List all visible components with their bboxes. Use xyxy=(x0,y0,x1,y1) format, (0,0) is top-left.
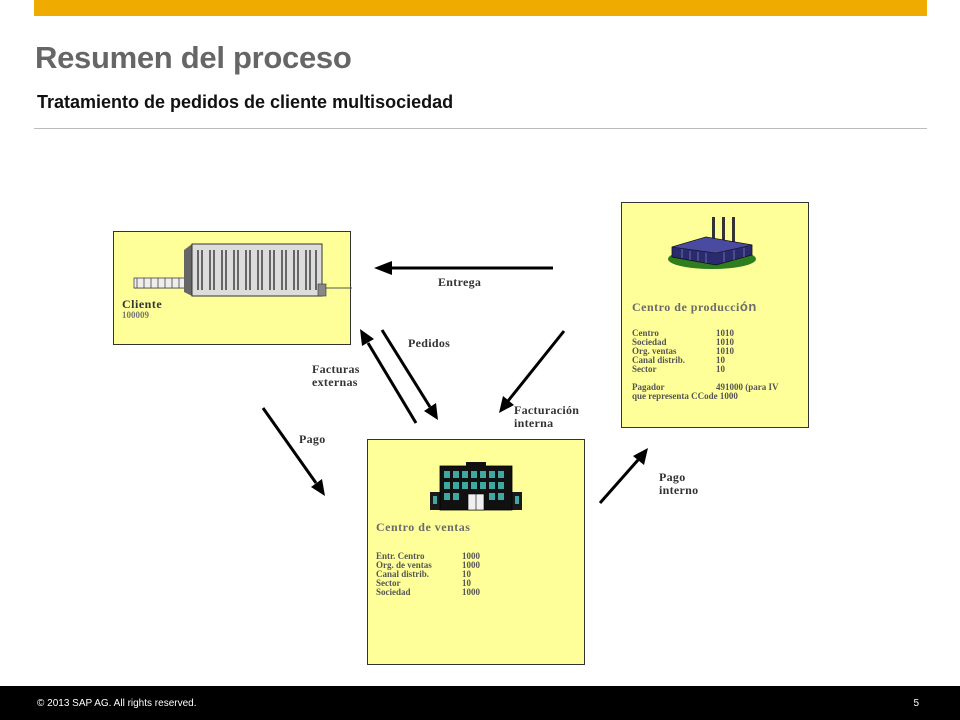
payer-note: que representa CCode 1000 xyxy=(632,391,738,401)
production-plant-title-main: Centro de producci xyxy=(632,300,740,314)
footer-bar: © 2013 SAP AG. All rights reserved. 5 xyxy=(0,686,960,720)
field-row: Org. de ventas 1000 xyxy=(376,561,480,570)
customer-id: 100009 xyxy=(122,310,149,320)
field-value: 10 xyxy=(462,578,471,588)
customer-box: Cliente 100009 xyxy=(113,231,352,345)
pago-interno-label: Pago interno xyxy=(659,471,698,497)
field-row: Centro 1010 xyxy=(632,329,779,338)
field-row: Sector 10 xyxy=(632,365,779,374)
entrega-label: Entrega xyxy=(438,275,482,289)
page-title: Resumen del proceso xyxy=(35,40,352,75)
payer-value: 491000 (para IV xyxy=(716,382,779,392)
facturacion-interna-label: Facturación interna xyxy=(514,404,579,430)
office-building-icon xyxy=(133,243,352,297)
field-row: Sector 10 xyxy=(376,579,480,588)
copyright-text: © 2013 SAP AG. All rights reserved. xyxy=(37,698,197,709)
external-invoices-arrow xyxy=(360,329,418,424)
entrega-arrow xyxy=(374,261,553,275)
facturacion-line2: interna xyxy=(514,416,554,430)
field-value: 1000 xyxy=(462,551,480,561)
field-key: Sector xyxy=(376,578,401,588)
facturas-line1: Facturas xyxy=(312,362,360,376)
field-row: Sociedad 1010 xyxy=(632,338,779,347)
production-plant-title-end: ón xyxy=(739,299,757,314)
header-divider xyxy=(34,128,927,129)
field-key: Sociedad xyxy=(632,337,667,347)
field-row: Entr. Centro 1000 xyxy=(376,552,480,561)
field-value: 10 xyxy=(716,364,725,374)
production-plant-box: Centro de producción Centro 1010 Sociedad… xyxy=(621,202,809,428)
field-value: 1010 xyxy=(716,328,734,338)
accent-bar xyxy=(34,0,927,16)
field-key: Canal distrib. xyxy=(632,355,686,365)
field-key: Centro xyxy=(632,328,659,338)
field-value: 1010 xyxy=(716,337,734,347)
field-key: Entr. Centro xyxy=(376,551,425,561)
pago-interno-line1: Pago xyxy=(659,470,686,484)
field-key: Canal distrib. xyxy=(376,569,430,579)
field-row: Canal distrib. 10 xyxy=(376,570,480,579)
field-value: 1000 xyxy=(462,560,480,570)
payer-row: Pagador 491000 (para IV xyxy=(632,383,779,392)
payment-arrow xyxy=(261,407,325,496)
production-plant-title: Centro de producción xyxy=(632,299,757,315)
page-number: 5 xyxy=(913,698,919,709)
field-key: Org. de ventas xyxy=(376,560,432,570)
sales-center-fields: Entr. Centro 1000 Org. de ventas 1000 Cana… xyxy=(376,552,480,597)
sales-office-building-icon xyxy=(430,462,522,511)
field-key: Org. ventas xyxy=(632,346,677,356)
facturas-externas-label: Facturas externas xyxy=(312,363,360,389)
field-value: 10 xyxy=(716,355,725,365)
field-row: Org. ventas 1010 xyxy=(632,347,779,356)
field-value: 10 xyxy=(462,569,471,579)
orders-arrow xyxy=(380,329,438,420)
field-key: Sector xyxy=(632,364,657,374)
customer-title: Cliente xyxy=(122,297,163,311)
field-row: Canal distrib. 10 xyxy=(632,356,779,365)
field-value: 1000 xyxy=(462,587,480,597)
factory-icon xyxy=(668,217,756,269)
pago-label: Pago xyxy=(299,432,326,446)
pedidos-label: Pedidos xyxy=(408,336,451,350)
page-subtitle: Tratamiento de pedidos de cliente multis… xyxy=(37,92,454,112)
pago-interno-line2: interno xyxy=(659,483,699,497)
facturacion-line1: Facturación xyxy=(514,403,580,417)
field-key: Sociedad xyxy=(376,587,411,597)
field-row: Sociedad 1000 xyxy=(376,588,480,597)
internal-payment-arrow xyxy=(598,448,648,504)
internal-billing-arrow xyxy=(499,330,566,413)
sales-center-box: Centro de ventas Entr. Centro 1000 Org. d… xyxy=(367,439,585,665)
field-value: 1010 xyxy=(716,346,734,356)
payer-key: Pagador xyxy=(632,382,665,392)
facturas-line2: externas xyxy=(312,375,358,389)
sales-center-title: Centro de ventas xyxy=(376,520,471,534)
payer-note-row: que representa CCode 1000 xyxy=(632,392,779,401)
